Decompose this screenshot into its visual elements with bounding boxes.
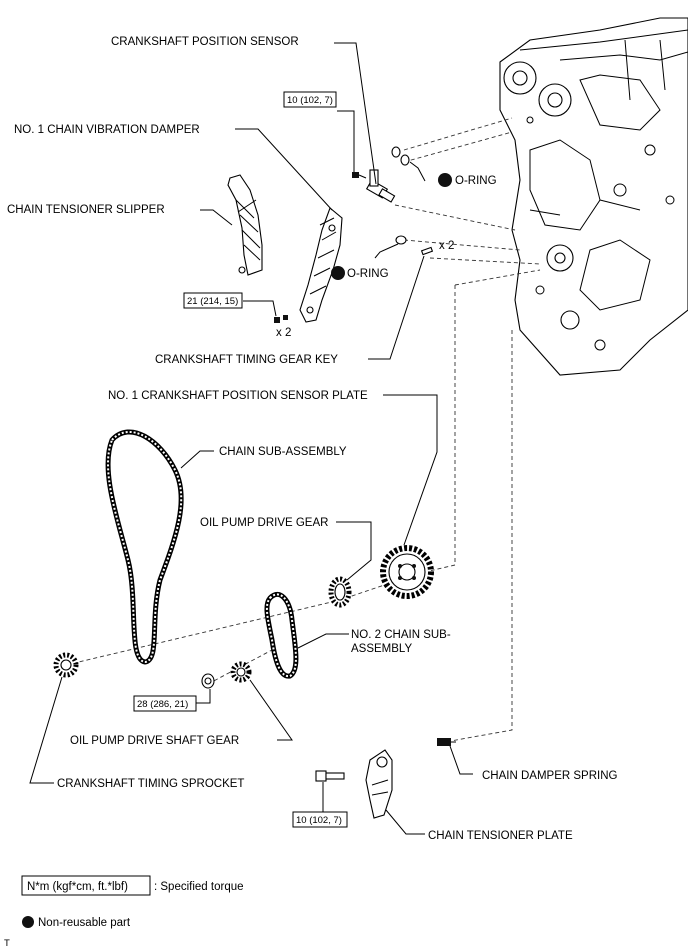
no2-chain-sub-assembly: [264, 591, 299, 679]
non-reusable-legend-icon: [22, 916, 34, 928]
crankshaft-timing-gear-key: [420, 246, 434, 256]
legend-torque-desc: : Specified torque: [154, 881, 244, 893]
legend-non-reusable: Non-reusable part: [38, 917, 131, 929]
label-oil-pump-drive-shaft-gear: OIL PUMP DRIVE SHAFT GEAR: [70, 735, 239, 747]
oil-pump-drive-gear: [328, 576, 352, 608]
no1-crankshaft-position-sensor-plate: [380, 545, 434, 599]
crankshaft-position-sensor: [365, 169, 396, 203]
label-crankshaft-timing-sprocket: CRANKSHAFT TIMING SPROCKET: [57, 778, 244, 790]
chain-damper-spring: [437, 738, 456, 746]
torque-box-shaft-gear-nut: 28 (286, 21): [133, 695, 197, 712]
chain-tensioner-plate: [365, 749, 393, 819]
damper-bolts: [274, 315, 288, 323]
chain-sub-assembly: [105, 429, 184, 665]
label-o-ring-upper: O-RING: [455, 175, 497, 187]
o-ring-sensor: [391, 146, 410, 166]
leader-lines: [29, 42, 473, 835]
no1-chain-vibration-damper: [299, 207, 343, 323]
non-reusable-marker-icon: [331, 266, 345, 280]
label-no1-chain-vibration-damper: NO. 1 CHAIN VIBRATION DAMPER: [14, 124, 200, 136]
oil-pump-drive-shaft-gear: [230, 661, 252, 683]
engine-block: [499, 17, 688, 376]
label-crankshaft-position-sensor: CRANKSHAFT POSITION SENSOR: [111, 36, 299, 48]
crankshaft-timing-sprocket: [53, 652, 79, 678]
qty-gear-key: x 2: [439, 240, 454, 252]
label-chain-sub-assembly: CHAIN SUB-ASSEMBLY: [219, 446, 347, 458]
svg-text:10 (102, 7): 10 (102, 7): [287, 95, 333, 106]
non-reusable-marker-icon: [438, 173, 452, 187]
legend-torque-box: [21, 875, 151, 896]
tensioner-plate-bolt: [315, 770, 345, 782]
sensor-bolt: [352, 172, 367, 179]
legend: N*m (kgf*cm, ft.*lbf) : Specified torque…: [21, 875, 244, 929]
label-chain-tensioner-plate: CHAIN TENSIONER PLATE: [428, 830, 573, 842]
label-no2-chain-sub-assembly-line1: NO. 2 CHAIN SUB-: [351, 629, 451, 641]
label-o-ring-lower: O-RING: [347, 268, 389, 280]
qty-damper-bolt: x 2: [276, 327, 291, 339]
chain-tensioner-slipper: [227, 174, 263, 276]
torque-box-damper-bolt: 21 (214, 15): [183, 292, 243, 309]
svg-text:28 (286, 21): 28 (286, 21): [137, 699, 188, 710]
label-no1-crankshaft-position-sensor-plate: NO. 1 CRANKSHAFT POSITION SENSOR PLATE: [108, 390, 368, 402]
shaft-gear-nut: [201, 673, 215, 689]
svg-text:10 (102, 7): 10 (102, 7): [296, 815, 342, 826]
label-oil-pump-drive-gear: OIL PUMP DRIVE GEAR: [200, 517, 328, 529]
label-chain-tensioner-slipper: CHAIN TENSIONER SLIPPER: [7, 204, 165, 216]
label-crankshaft-timing-gear-key: CRANKSHAFT TIMING GEAR KEY: [155, 354, 338, 366]
svg-text:21 (214, 15): 21 (214, 15): [187, 296, 238, 307]
torque-box-sensor-bolt: 10 (102, 7): [283, 91, 337, 108]
label-chain-damper-spring: CHAIN DAMPER SPRING: [482, 770, 618, 782]
label-no2-chain-sub-assembly-line2: ASSEMBLY: [351, 643, 412, 655]
corner-mark: T: [4, 938, 10, 949]
legend-torque-unit: N*m (kgf*cm, ft.*lbf): [27, 881, 128, 893]
torque-box-tensioner-plate-bolt: 10 (102, 7): [292, 811, 348, 828]
o-ring-crankshaft: [395, 235, 407, 245]
